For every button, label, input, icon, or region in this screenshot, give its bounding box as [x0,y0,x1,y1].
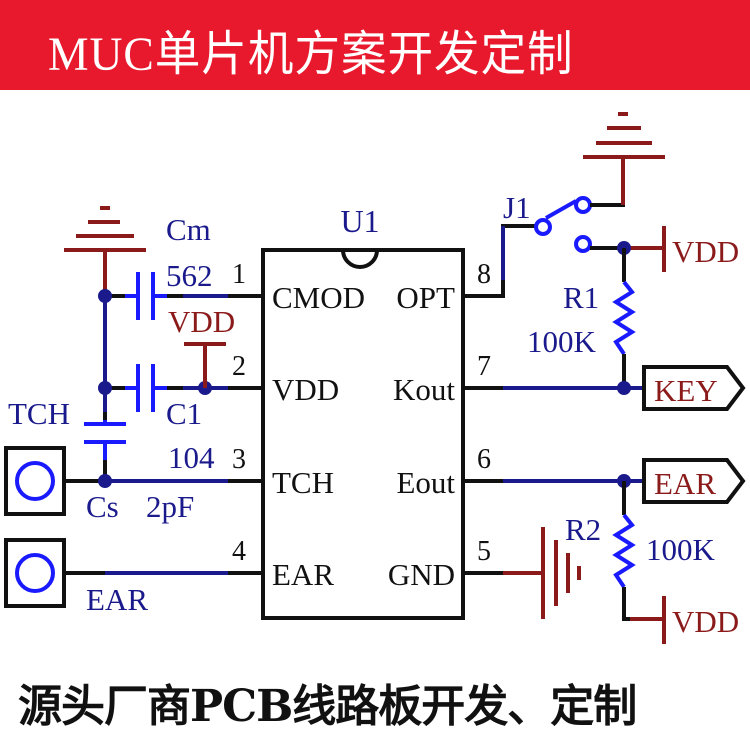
pin-num-5: 5 [477,536,491,567]
port-key: KEY [642,365,746,411]
touch-pad-circle [15,553,55,593]
ground-symbol-right [583,112,665,205]
pin-name-eout: Eout [396,465,455,500]
pin-num-6: 6 [477,444,491,475]
pin-name-tch: TCH [272,465,334,500]
capacitor-cs [84,422,126,444]
pin-name-ear: EAR [272,557,334,592]
pin-name-kout: Kout [393,372,455,407]
chip-u1: U1 CMOD VDD TCH EAR OPT Kout Eout GND 1 … [232,203,491,620]
ear-net-label: EAR [86,582,148,617]
left-wiring: Cm 562 VDD C1 104 TCH Cs 2pF EAR [4,206,263,617]
key-port-label: KEY [654,373,718,408]
switch-j1 [534,196,592,253]
pin-name-cmod: CMOD [272,280,365,315]
pin-num-8: 8 [477,259,491,290]
ground-symbol-pin5 [541,527,581,619]
chip-notch [341,249,379,269]
capacitor-c1 [136,364,155,412]
cm-value-label: 562 [166,258,213,293]
c1-value-label: 104 [168,440,215,475]
touch-pad-tch [4,446,66,516]
r1-value-label: 100K [527,324,597,359]
header-title: MUC单片机方案开发定制 [48,28,574,81]
pin-num-2: 2 [232,351,246,382]
junction-dot [98,289,112,303]
r2-value-label: 100K [646,532,716,567]
touch-pad-ear [4,538,66,608]
chip-body [261,248,465,620]
pin-name-gnd: GND [388,557,455,592]
vdd-net-label: VDD [168,304,235,339]
junction-dot [617,381,631,395]
header-banner: MUC单片机方案开发定制 [0,0,750,90]
right-wiring: J1 VDD R1 100K KEY [463,112,746,644]
pin-num-7: 7 [477,351,491,382]
pin-name-vdd: VDD [272,372,339,407]
cs-value-label: 2pF [146,489,194,524]
r1-ref-label: R1 [563,280,599,315]
chip-ref-label: U1 [340,203,379,239]
pin-num-1: 1 [232,259,246,290]
vdd-net-label-r1: VDD [672,234,739,269]
resistor-r2 [612,513,636,589]
j1-ref-label: J1 [503,190,531,225]
ground-symbol-left [64,206,146,296]
pin-name-opt: OPT [396,280,455,315]
port-ear: EAR [642,458,746,504]
footer-title: 源头厂商PCB线路板开发、定制 [18,681,637,732]
junction-dot [98,474,112,488]
pin-num-3: 3 [232,444,246,475]
cs-ref-label: Cs [86,489,119,524]
c1-ref-label: C1 [166,396,202,431]
vdd-net-label-r2: VDD [672,604,739,639]
ear-port-label: EAR [654,466,716,501]
pin-num-4: 4 [232,536,246,567]
cm-ref-label: Cm [166,212,211,247]
r2-ref-label: R2 [565,512,601,547]
touch-pad-circle [15,461,55,501]
capacitor-cm [136,272,155,320]
tch-net-label: TCH [8,396,70,431]
junction-dot [98,381,112,395]
vdd-symbol-c1 [184,342,226,388]
resistor-r1 [612,280,636,356]
